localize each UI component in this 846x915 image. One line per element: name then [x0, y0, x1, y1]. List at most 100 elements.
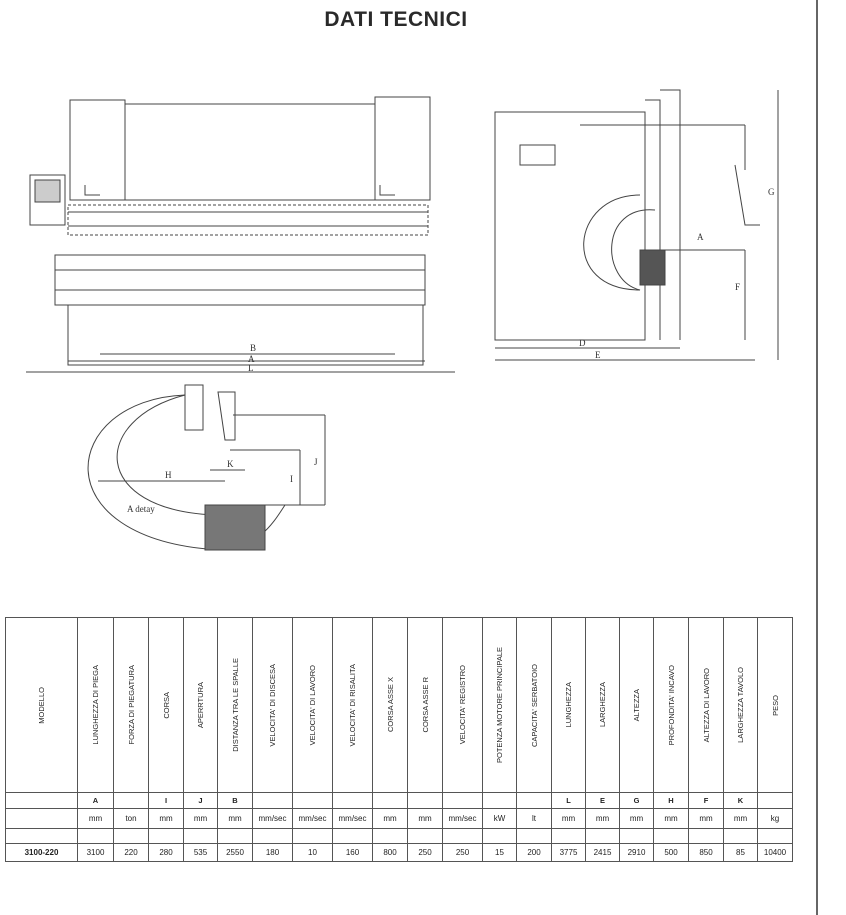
letter-cell — [252, 792, 293, 809]
value-cell: 180 — [252, 843, 293, 862]
unit-cell: mm/sec — [252, 808, 293, 829]
header-cell: DISTANZA TRA LE SPALLE — [217, 617, 253, 793]
page-title: DATI TECNICI — [324, 8, 468, 31]
empty-cell — [516, 828, 552, 844]
header-label: POTENZA MOTORE PRINCIPALE — [495, 647, 504, 763]
header-label: CORSA — [161, 691, 171, 719]
header-cell: VELOCITA' DI RISALITA — [332, 617, 373, 793]
header-cell: PROFONDITA' INCAVO — [653, 617, 689, 793]
header-cell: VELOCITA' DI DISCESA — [252, 617, 293, 793]
value-cell: 3100-220 — [5, 843, 78, 862]
header-cell: LUNGHEZZA DI PIEGA — [77, 617, 114, 793]
letter-cell — [372, 792, 408, 809]
header-label: LARGHEZZA — [598, 682, 607, 728]
header-label: DISTANZA TRA LE SPALLE — [230, 658, 240, 752]
header-label: VELOCITA' REGISTRO — [458, 665, 467, 745]
empty-cell — [148, 828, 184, 844]
empty-cell — [757, 828, 793, 844]
empty-cell — [113, 828, 149, 844]
unit-cell: kW — [482, 808, 517, 829]
letter-cell — [757, 792, 793, 809]
header-label: MODELLO — [37, 686, 46, 724]
header-cell: VELOCITA' REGISTRO — [442, 617, 483, 793]
header-cell: CAPACITA' SERBATOIO — [516, 617, 552, 793]
value-cell: 10400 — [757, 843, 793, 862]
header-cell: ALTEZZA — [619, 617, 654, 793]
letter-cell — [482, 792, 517, 809]
header-cell: MODELLO — [5, 617, 78, 793]
header-label: CAPACITA' SERBATOIO — [529, 663, 539, 747]
unit-cell: lt — [516, 808, 552, 829]
dim-label-d: D — [579, 338, 586, 348]
empty-cell — [551, 828, 586, 844]
unit-cell — [5, 808, 78, 829]
empty-cell — [77, 828, 114, 844]
empty-cell — [723, 828, 758, 844]
letter-cell: E — [585, 792, 620, 809]
header-label: PESO — [770, 694, 780, 716]
unit-cell: mm — [653, 808, 689, 829]
empty-cell — [585, 828, 620, 844]
header-label: LUNGHEZZA — [564, 682, 573, 728]
dim-label-g: G — [768, 187, 775, 197]
technical-drawings: B A L D E G F A H — [26, 89, 779, 551]
header-cell: LARGHEZZA — [585, 617, 620, 793]
dim-label-b: B — [250, 343, 256, 353]
empty-cell — [252, 828, 293, 844]
value-cell: 250 — [442, 843, 483, 862]
unit-cell: mm — [148, 808, 184, 829]
dim-label-a: A — [248, 354, 255, 364]
empty-cell — [332, 828, 373, 844]
header-label: LARGHEZZA TAVOLO — [736, 667, 745, 743]
value-cell: 3775 — [551, 843, 586, 862]
letter-cell — [113, 792, 149, 809]
value-cell: 15 — [482, 843, 517, 862]
header-label: LUNGHEZZA DI PIEGA — [91, 665, 100, 745]
unit-cell: mm/sec — [292, 808, 333, 829]
header-cell: CORSA ASSE R — [407, 617, 443, 793]
empty-cell — [619, 828, 654, 844]
header-cell: VELOCITA' DI LAVORO — [292, 617, 333, 793]
value-cell: 850 — [688, 843, 724, 862]
dim-label-i: I — [290, 474, 293, 484]
empty-cell — [407, 828, 443, 844]
value-cell: 280 — [148, 843, 184, 862]
value-cell: 220 — [113, 843, 149, 862]
unit-cell: mm — [551, 808, 586, 829]
page-edge — [816, 0, 818, 915]
empty-cell — [217, 828, 253, 844]
empty-cell — [482, 828, 517, 844]
unit-cell: mm — [619, 808, 654, 829]
dim-label-f: F — [735, 282, 740, 292]
letter-cell: J — [183, 792, 218, 809]
unit-cell: mm — [372, 808, 408, 829]
empty-cell — [653, 828, 689, 844]
letter-cell — [292, 792, 333, 809]
header-cell: LUNGHEZZA — [551, 617, 586, 793]
letter-cell: I — [148, 792, 184, 809]
unit-cell: mm/sec — [442, 808, 483, 829]
letter-cell — [442, 792, 483, 809]
dim-label-h: H — [165, 470, 172, 480]
empty-cell — [5, 828, 78, 844]
unit-cell: mm — [183, 808, 218, 829]
value-cell: 535 — [183, 843, 218, 862]
unit-cell: mm — [407, 808, 443, 829]
value-cell: 3100 — [77, 843, 114, 862]
empty-cell — [292, 828, 333, 844]
dim-label-k: K — [227, 459, 234, 469]
header-label: CORSA ASSE R — [420, 677, 430, 733]
unit-cell: ton — [113, 808, 149, 829]
header-cell: APERRTURA — [183, 617, 218, 793]
unit-cell: mm — [723, 808, 758, 829]
value-cell: 85 — [723, 843, 758, 862]
dim-label-l: L — [248, 363, 254, 373]
header-label: VELOCITA' DI DISCESA — [268, 663, 277, 747]
letter-cell: H — [653, 792, 689, 809]
letter-cell: L — [551, 792, 586, 809]
header-label: VELOCITA' DI RISALITA — [348, 663, 357, 747]
